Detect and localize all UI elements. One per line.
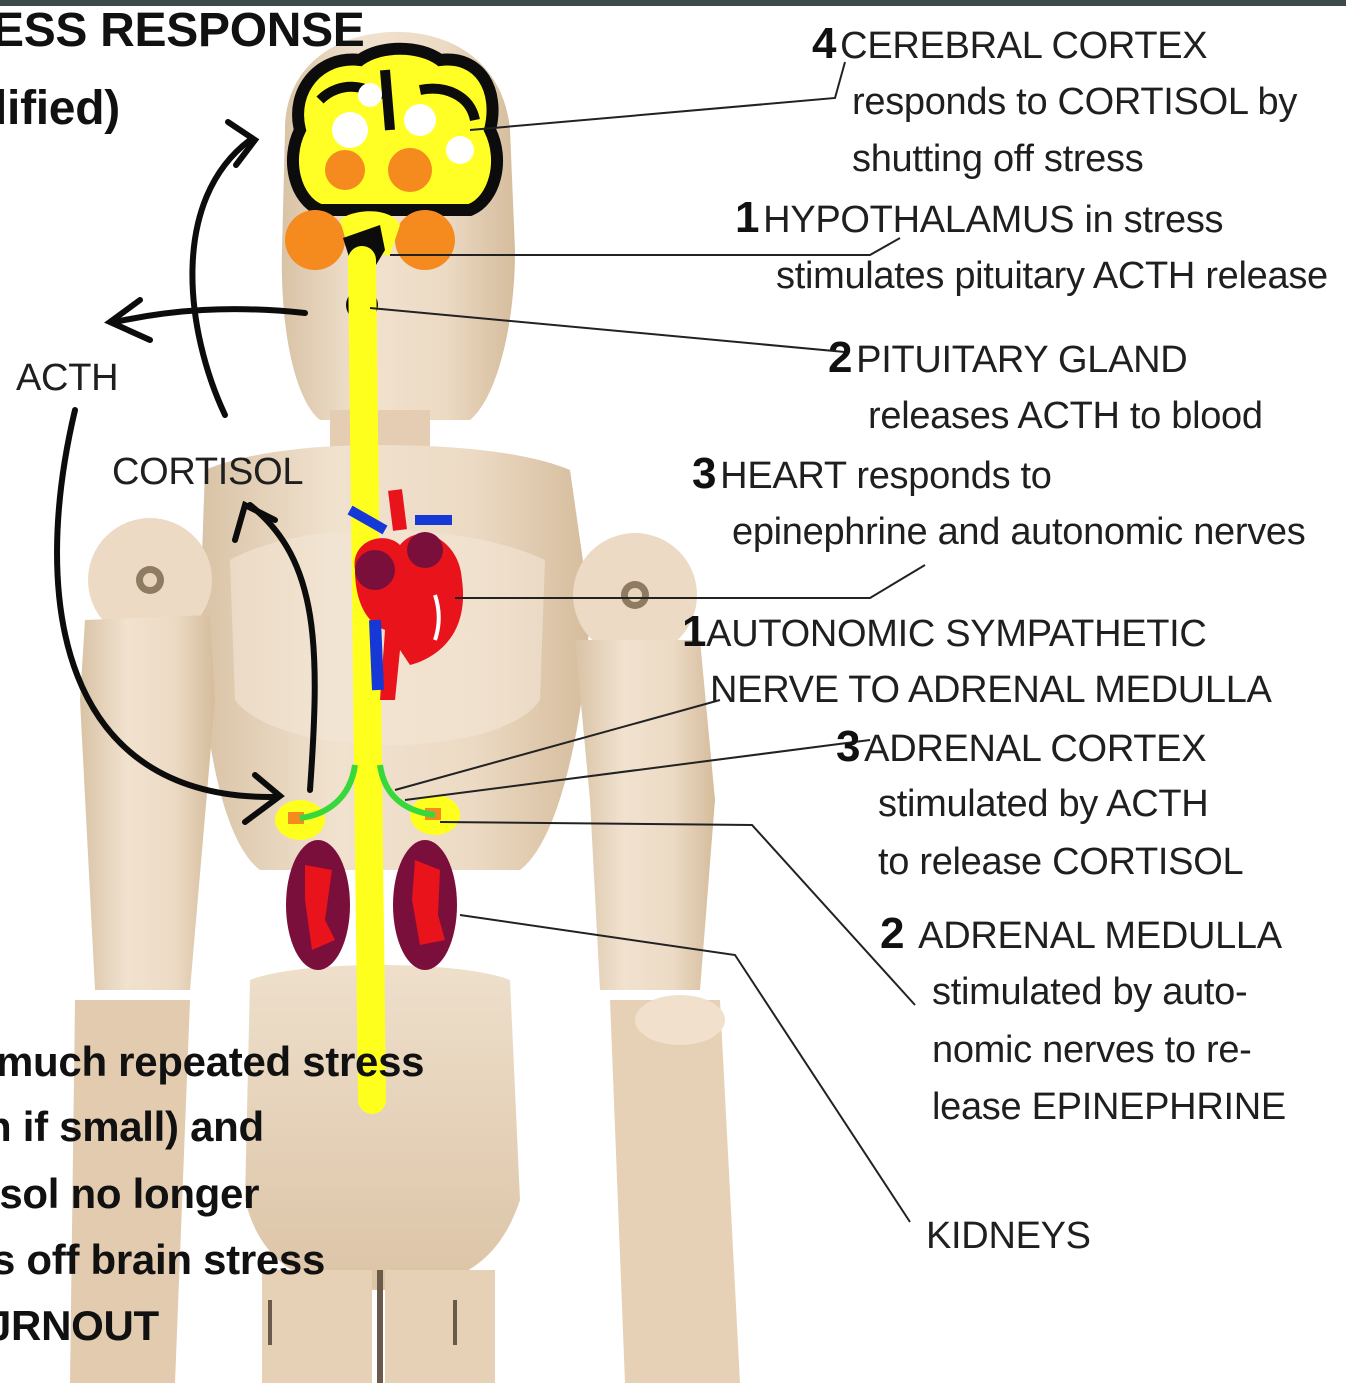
bottom-text-line-5: JRNOUT: [0, 1304, 159, 1348]
adrenal-medulla-label: 2 ADRENAL MEDULLA: [880, 912, 1282, 958]
heart-line-2: epinephrine and autonomic nerves: [732, 510, 1305, 554]
cerebral-cortex-title: CEREBRAL CORTEX: [840, 25, 1207, 67]
title-line-1: ESS RESPONSE: [0, 4, 365, 58]
adrenal-medulla-number: 2: [880, 909, 904, 958]
adrenal-cortex-number: 3: [836, 722, 860, 771]
autonomic-label: 1AUTONOMIC SYMPATHETIC: [682, 610, 1207, 656]
heart-number: 3: [692, 449, 716, 498]
heart-title: HEART responds to: [720, 455, 1051, 497]
cerebral-cortex-line-3: shutting off stress: [852, 137, 1143, 181]
adrenal-medulla-line-3: nomic nerves to re-: [932, 1028, 1252, 1072]
mannequin-leg-right: [385, 1270, 495, 1383]
bottom-text-line-2: n if small) and: [0, 1105, 264, 1149]
adrenal-cortex-line-3: to release CORTISOL: [878, 840, 1243, 884]
adrenal-cortex-title: ADRENAL CORTEX: [864, 728, 1206, 770]
title-line-2: lified): [0, 82, 120, 136]
bottom-text-line-4: s off brain stress: [0, 1238, 325, 1282]
mannequin-arm-right: [575, 640, 715, 990]
pituitary-line-2: releases ACTH to blood: [868, 394, 1263, 438]
bottom-text-line-1: much repeated stress: [0, 1040, 424, 1084]
kidneys-label: KIDNEYS: [926, 1214, 1091, 1258]
adrenal-medulla-line-4: lease EPINEPHRINE: [932, 1085, 1286, 1129]
mannequin-leg-left: [262, 1270, 372, 1383]
hypothalamus-line-2: stimulates pituitary ACTH release: [776, 254, 1328, 298]
adrenal-medulla-title: ADRENAL MEDULLA: [918, 915, 1282, 957]
bottom-text-line-3: isol no longer: [0, 1172, 259, 1216]
cortisol-label: CORTISOL: [112, 450, 303, 494]
pituitary-title: PITUITARY GLAND: [856, 339, 1187, 381]
brain-orange-left: [325, 150, 365, 190]
autonomic-number: 1: [682, 607, 706, 656]
brain-orange-right: [388, 148, 432, 192]
autonomic-title: AUTONOMIC SYMPATHETIC: [706, 613, 1206, 655]
cerebral-cortex-number: 4: [812, 19, 836, 68]
hypothalamus-title: HYPOTHALAMUS in stress: [763, 199, 1223, 241]
mannequin-arm-left: [80, 615, 215, 990]
hypothalamus-number: 1: [735, 193, 759, 242]
cerebral-cortex-line-2: responds to CORTISOL by: [852, 80, 1297, 124]
acth-label: ACTH: [16, 356, 118, 400]
adrenal-medulla-line-2: stimulated by auto-: [932, 970, 1247, 1014]
spinal-cord-nerve: [362, 260, 372, 1100]
autonomic-line-2: NERVE TO ADRENAL MEDULLA: [710, 668, 1272, 712]
adrenal-cortex-line-2: stimulated by ACTH: [878, 782, 1208, 826]
pituitary-number: 2: [828, 333, 852, 382]
